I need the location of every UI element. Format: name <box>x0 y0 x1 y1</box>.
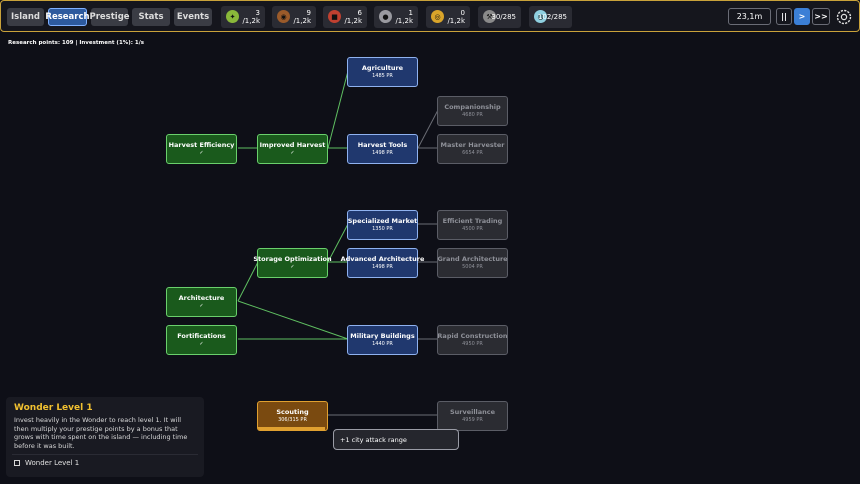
divider <box>12 454 198 455</box>
resource-max: /1,2k <box>242 17 260 25</box>
research-node-scouting[interactable]: Scouting 306/315 PR <box>257 401 328 431</box>
checkbox-label: Wonder Level 1 <box>25 459 80 467</box>
research-node-storage-optimization[interactable]: Storage Optimization ✓ <box>253 248 332 278</box>
research-node-surveillance[interactable]: Surveillance 4959 PR <box>437 401 508 431</box>
research-node-advanced-architecture[interactable]: Advanced Architecture 1498 PR <box>341 248 424 278</box>
node-cost: 4959 PR <box>462 417 483 423</box>
resource-wood: ◉ 9 /1,2k <box>272 6 316 28</box>
resource-stone: ● 1 /1,2k <box>374 6 418 28</box>
node-title: Surveillance <box>449 408 496 416</box>
node-title: Companionship <box>444 103 501 111</box>
node-title: Improved Harvest <box>259 141 326 149</box>
node-title: Advanced Architecture <box>340 255 425 263</box>
node-tooltip: +1 city attack range <box>333 429 459 450</box>
resource-max: /1,2k <box>344 17 362 25</box>
node-title: Master Harvester <box>440 141 505 149</box>
research-node-specialized-market[interactable]: Specialized Market 1350 PR <box>347 210 418 240</box>
research-node-military-buildings[interactable]: Military Buildings 1440 PR <box>347 325 418 355</box>
checkmark-icon: ✓ <box>199 341 204 347</box>
wonder-info-panel: Wonder Level 1 Invest heavily in the Won… <box>6 397 204 477</box>
research-node-grand-architecture[interactable]: Grand Architecture 5004 PR <box>437 248 508 278</box>
resource-value: 102/285 <box>537 13 567 21</box>
node-cost: 4500 PR <box>462 226 483 232</box>
resource-value: 0 <box>460 9 465 17</box>
research-node-harvest-tools[interactable]: Harvest Tools 1498 PR <box>347 134 418 164</box>
node-title: Fortifications <box>177 332 226 340</box>
tab-research[interactable]: Research <box>45 8 90 26</box>
resource-max: /1,2k <box>293 17 311 25</box>
node-cost: 1440 PR <box>372 341 393 347</box>
checkmark-icon: ✓ <box>199 150 204 156</box>
pause-button[interactable]: || <box>776 8 792 25</box>
node-title: Military Buildings <box>350 332 415 340</box>
node-cost: 1498 PR <box>372 150 393 156</box>
node-title: Specialized Market <box>347 217 418 225</box>
resource-workers: ⚒ 30/285 <box>478 6 521 28</box>
resource-value: 30/285 <box>491 13 516 21</box>
node-cost: 4950 PR <box>462 341 483 347</box>
worker-icon: ⚒ <box>483 10 496 23</box>
node-cost: 4680 PR <box>462 112 483 118</box>
resource-gold: ◎ 0 /1,2k <box>426 6 470 28</box>
research-progress-bar <box>258 427 325 430</box>
panel-description: Invest heavily in the Wonder to reach le… <box>14 416 188 450</box>
resource-population: ◍ 102/285 <box>529 6 572 28</box>
research-node-rapid-construction[interactable]: Rapid Construction 4950 PR <box>437 325 508 355</box>
node-title: Agriculture <box>361 64 404 72</box>
checkmark-icon: ✓ <box>290 150 295 156</box>
top-bar: Island Research Prestige Stats Events ✦ … <box>0 0 860 32</box>
checkmark-icon: ✓ <box>199 303 204 309</box>
resource-value: 3 <box>255 9 260 17</box>
node-title: Architecture <box>178 294 225 302</box>
leaf-icon: ✦ <box>226 10 239 23</box>
node-title: Rapid Construction <box>437 332 508 340</box>
checkmark-icon: ✓ <box>290 264 295 270</box>
tab-island[interactable]: Island <box>7 8 44 26</box>
resource-value: 1 <box>408 9 413 17</box>
resource-max: /1,2k <box>447 17 465 25</box>
panel-title: Wonder Level 1 <box>14 403 93 413</box>
gear-icon[interactable] <box>834 7 854 27</box>
checkbox-icon[interactable] <box>14 460 20 466</box>
node-title: Grand Architecture <box>437 255 508 263</box>
fast-forward-button[interactable]: >> <box>812 8 830 25</box>
research-node-improved-harvest[interactable]: Improved Harvest ✓ <box>257 134 328 164</box>
tab-events[interactable]: Events <box>174 8 212 26</box>
research-node-companionship[interactable]: Companionship 4680 PR <box>437 96 508 126</box>
tab-prestige[interactable]: Prestige <box>89 8 130 26</box>
node-cost: 1485 PR <box>372 73 393 79</box>
meat-icon: ■ <box>328 10 341 23</box>
wonder-checkbox[interactable]: Wonder Level 1 <box>14 459 79 467</box>
node-cost: 6654 PR <box>462 150 483 156</box>
play-button[interactable]: > <box>794 8 810 25</box>
globe-icon: ◍ <box>534 10 547 23</box>
gold-icon: ◎ <box>431 10 444 23</box>
resource-max: /1,2k <box>395 17 413 25</box>
node-title: Storage Optimization <box>253 255 332 263</box>
research-node-harvest-efficiency[interactable]: Harvest Efficiency ✓ <box>166 134 237 164</box>
research-node-fortifications[interactable]: Fortifications ✓ <box>166 325 237 355</box>
resource-leaf: ✦ 3 /1,2k <box>221 6 265 28</box>
resource-value: 6 <box>357 9 362 17</box>
tab-stats[interactable]: Stats <box>132 8 170 26</box>
research-info: Research points: 109 | Investment (1%): … <box>8 40 145 46</box>
resource-meat: ■ 6 /1,2k <box>323 6 367 28</box>
research-node-agriculture[interactable]: Agriculture 1485 PR <box>347 57 418 87</box>
game-time: 23,1m <box>728 8 771 25</box>
research-node-efficient-trading[interactable]: Efficient Trading 4500 PR <box>437 210 508 240</box>
node-cost: 1350 PR <box>372 226 393 232</box>
research-node-master-harvester[interactable]: Master Harvester 6654 PR <box>437 134 508 164</box>
wood-icon: ◉ <box>277 10 290 23</box>
node-cost: 5004 PR <box>462 264 483 270</box>
resource-value: 9 <box>306 9 311 17</box>
node-title: Harvest Efficiency <box>168 141 235 149</box>
node-title: Scouting <box>276 408 309 416</box>
research-node-architecture[interactable]: Architecture ✓ <box>166 287 237 317</box>
node-title: Efficient Trading <box>442 217 503 225</box>
node-cost: 1498 PR <box>372 264 393 270</box>
stone-icon: ● <box>379 10 392 23</box>
node-title: Harvest Tools <box>357 141 408 149</box>
node-progress-text: 306/315 PR <box>278 417 307 423</box>
